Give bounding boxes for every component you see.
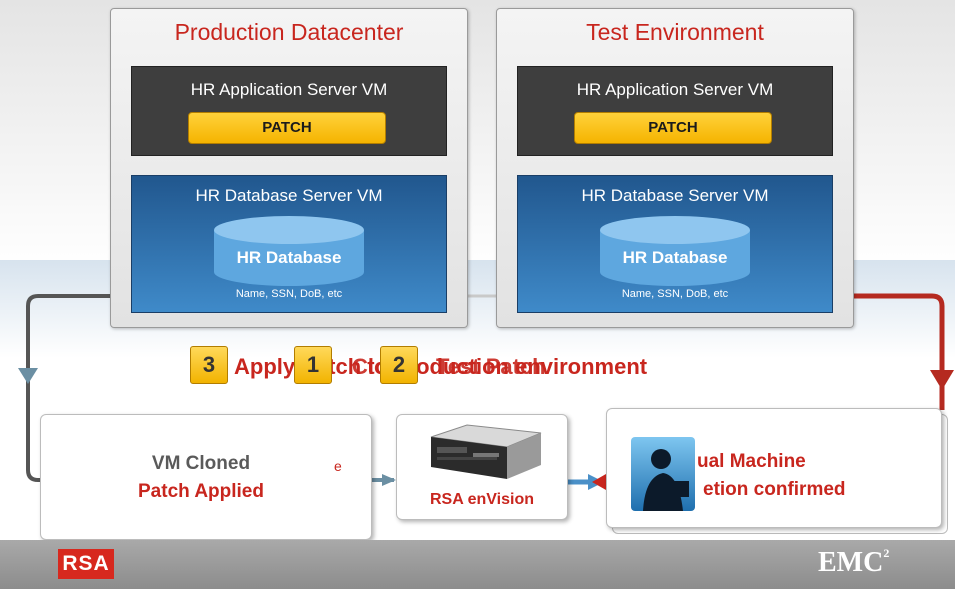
virtual-machine-box: ual Machine etion confirmed: [606, 408, 942, 528]
db-vm-title: HR Database Server VM: [581, 186, 769, 205]
db-label: HR Database: [236, 248, 342, 267]
db-fields: Name, SSN, DoB, etc: [235, 288, 343, 300]
left-gray-connector: [26, 294, 110, 482]
hr-db-server-vm: HR Database Server VM HR Database Name, …: [131, 175, 447, 313]
server-icon: [430, 424, 542, 479]
patch-badge: PATCH: [574, 112, 772, 144]
production-datacenter-panel: Production Datacenter HR Application Ser…: [110, 8, 468, 328]
vm-back-arrowhead: [592, 474, 606, 490]
left-down-arrowhead: [18, 368, 38, 384]
emc-logo: EMC2: [818, 546, 889, 579]
production-title: Production Datacenter: [174, 19, 404, 45]
db-label: HR Database: [622, 248, 728, 267]
step-3-badge: 3: [190, 346, 228, 384]
envision-label: RSA enVision: [429, 491, 535, 508]
rsa-logo: RSA: [58, 549, 114, 579]
cloned-line1: VM Cloned: [151, 453, 251, 474]
cloned-to-envision-arrowhead: [382, 474, 396, 486]
database-cylinder-icon: [600, 216, 750, 286]
right-down-arrowhead: [930, 370, 954, 390]
hr-db-server-vm: HR Database Server VM HR Database Name, …: [517, 175, 833, 313]
step-2-text: Test Patch: [436, 354, 546, 379]
step-1-badge: 1: [294, 346, 332, 384]
patch-badge: PATCH: [188, 112, 386, 144]
db-fields: Name, SSN, DoB, etc: [621, 288, 729, 300]
app-vm-title: HR Application Server VM: [576, 80, 774, 99]
right-red-connector: [850, 293, 945, 410]
test-title: Test Environment: [586, 19, 764, 45]
vm-line1: ual Machine: [697, 451, 806, 472]
test-environment-panel: Test Environment HR Application Server V…: [496, 8, 854, 328]
hr-app-server-vm: HR Application Server VM PATCH: [517, 66, 833, 156]
step-2-badge: 2: [380, 346, 418, 384]
app-vm-title: HR Application Server VM: [190, 80, 388, 99]
footer-bar: [0, 540, 955, 589]
cloned-fragment: e: [334, 458, 342, 474]
emc-logo-superscript: 2: [883, 546, 890, 560]
hr-app-server-vm: HR Application Server VM PATCH: [131, 66, 447, 156]
rsa-envision-box: RSA enVision: [396, 414, 568, 520]
person-at-computer-icon: [631, 437, 695, 511]
vm-cloned-box: VM Cloned Patch Applied e: [40, 414, 372, 540]
database-cylinder-icon: [214, 216, 364, 286]
db-vm-title: HR Database Server VM: [195, 186, 383, 205]
emc-logo-text: EMC: [818, 547, 884, 578]
cloned-line2: Patch Applied: [138, 481, 264, 502]
vm-line2: etion confirmed: [703, 479, 846, 500]
